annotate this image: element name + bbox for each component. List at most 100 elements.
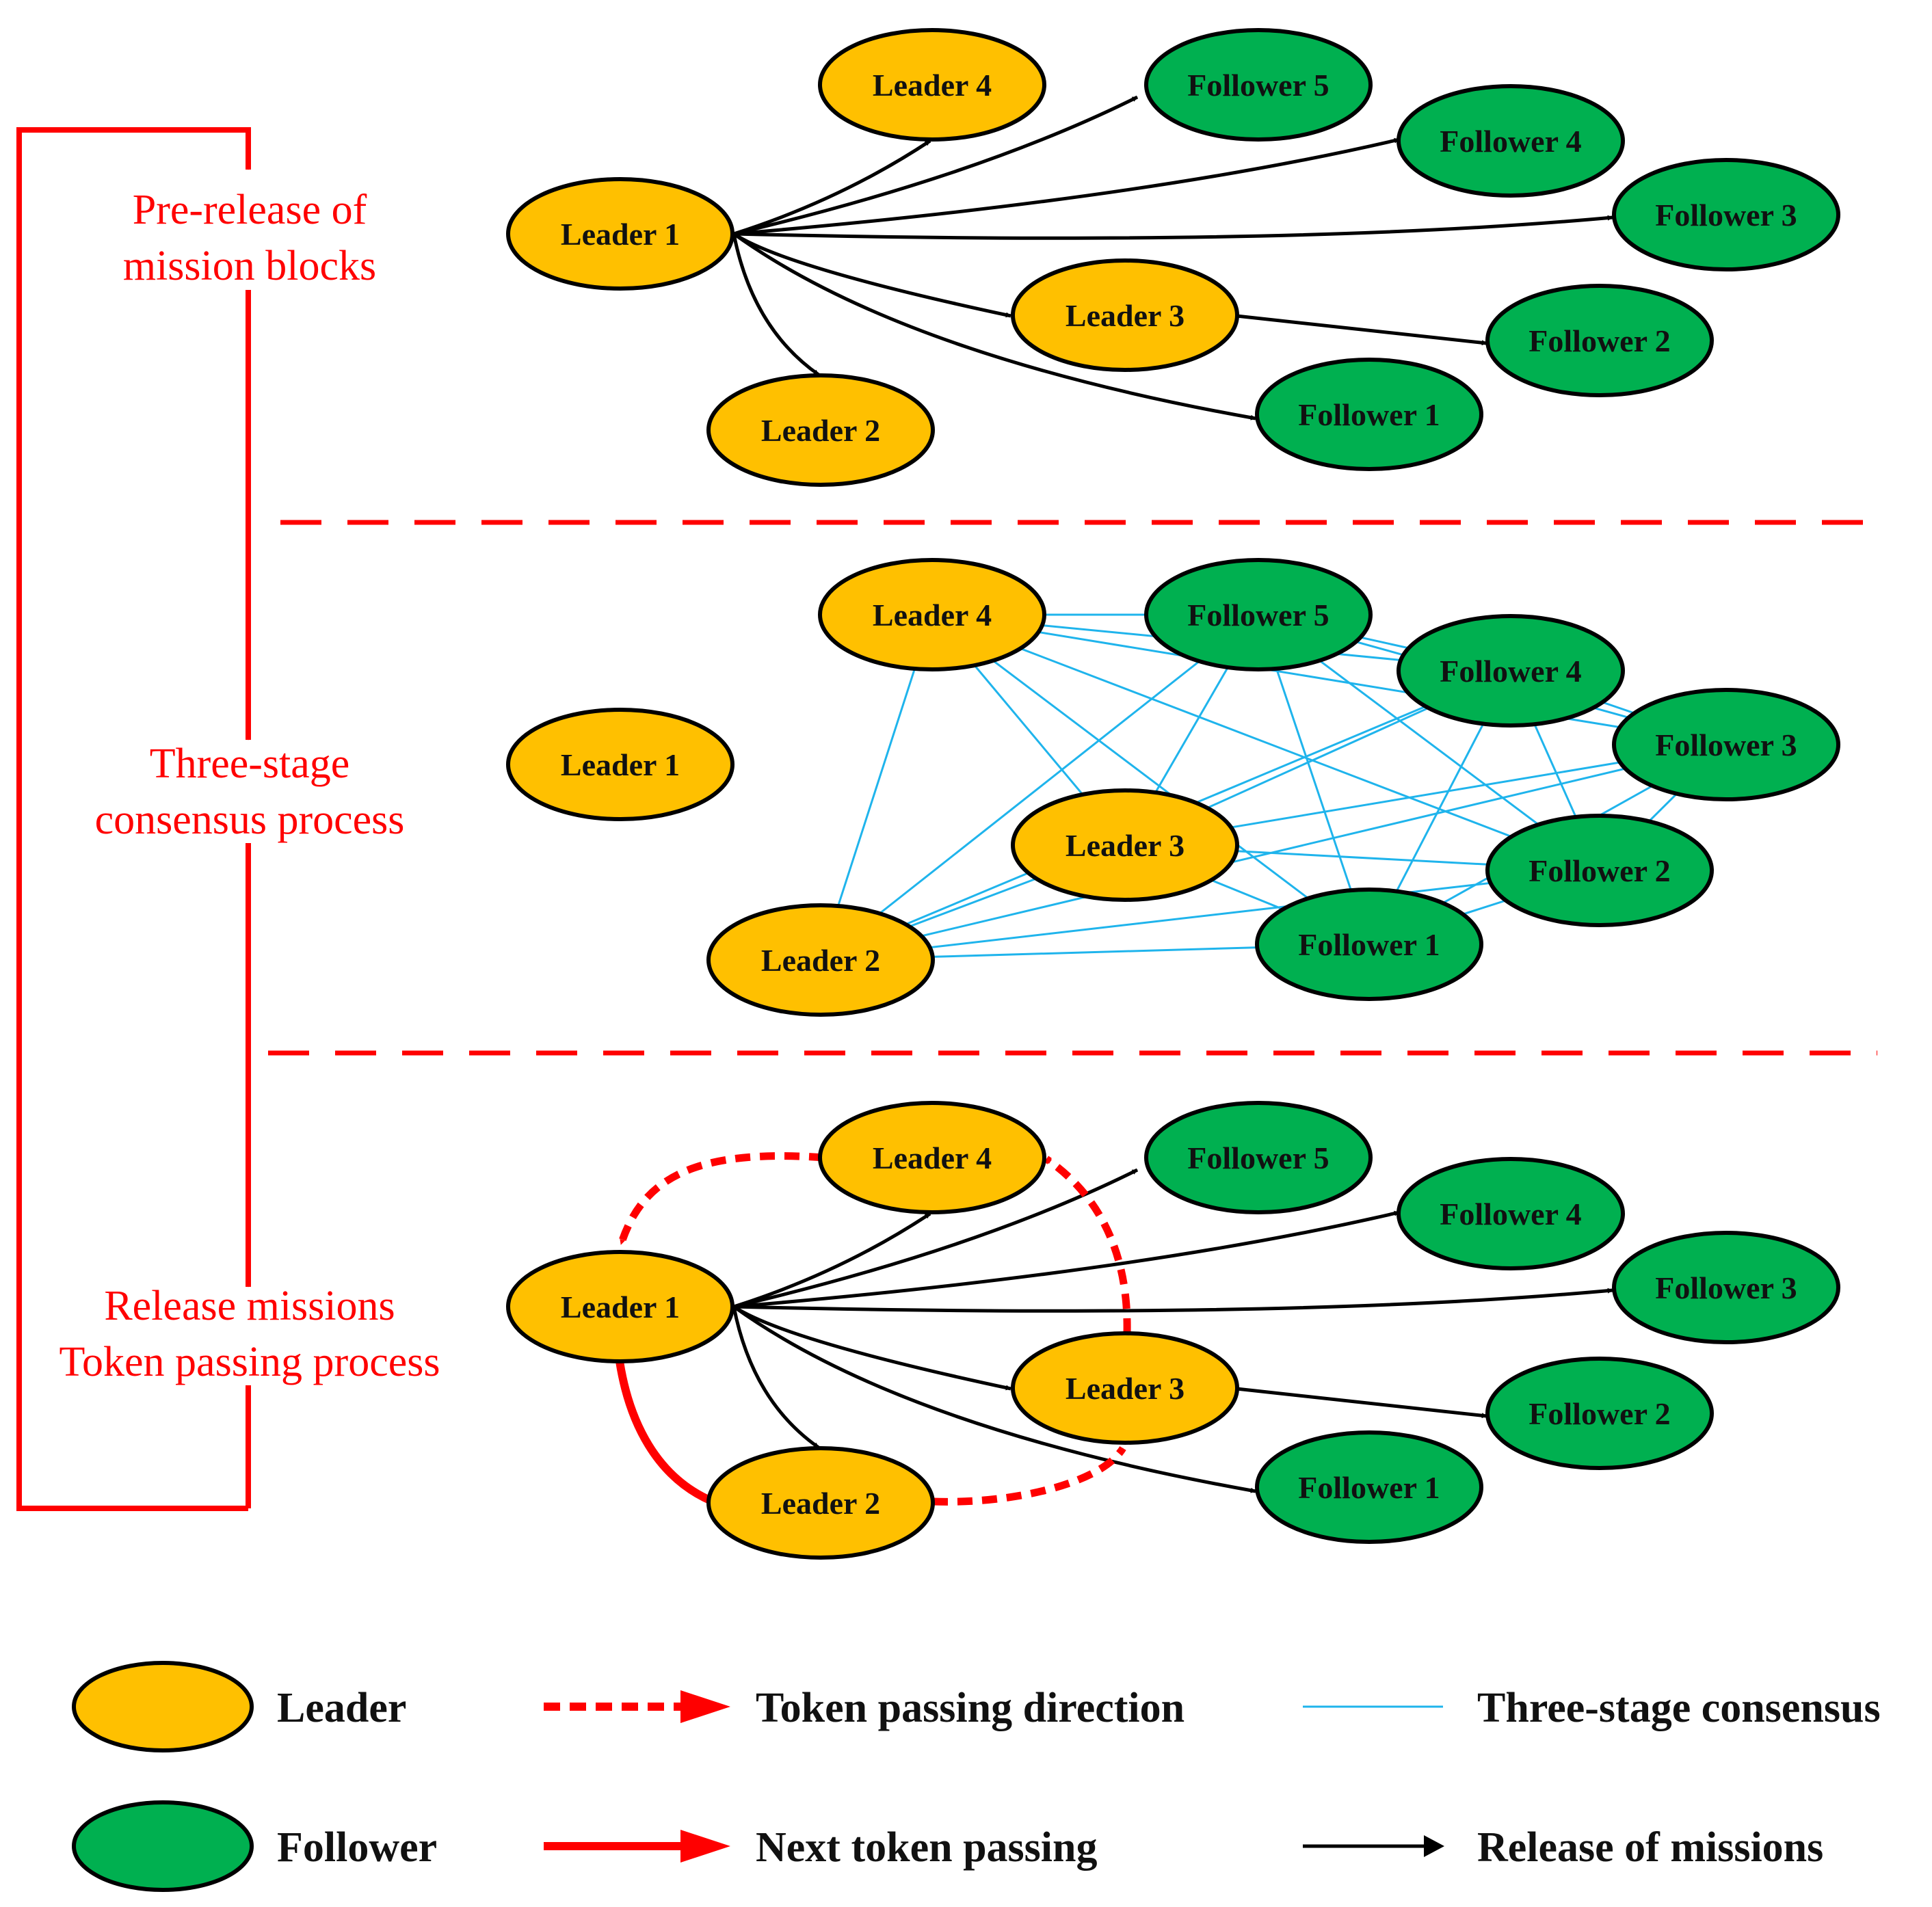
stage-label-line: Token passing process: [59, 1339, 440, 1385]
node-label: Follower 4: [1440, 654, 1581, 689]
node-label: Follower 2: [1529, 323, 1670, 358]
loop-return-arrow: [16, 127, 251, 1511]
node-label: Leader 4: [873, 68, 992, 103]
legend-item-leader: Leader: [72, 1661, 406, 1752]
node-label: Leader 1: [561, 747, 680, 782]
stage-label-1: Pre-release of mission blocks: [123, 187, 376, 289]
legend-item-release: Release of missions: [1303, 1824, 1823, 1871]
consensus-edge: [931, 613, 1727, 746]
node-label: Leader 1: [561, 217, 680, 252]
release-arrow: [733, 139, 931, 236]
leader-node: Leader 4: [818, 558, 1046, 671]
arrowhead-icon: [1424, 1835, 1444, 1857]
consensus-edge: [931, 613, 1600, 872]
node-label: Leader 2: [761, 413, 880, 448]
consensus-edge: [820, 613, 1259, 961]
release-arrow: [733, 1212, 931, 1309]
node-label: Follower 3: [1655, 198, 1797, 232]
legend-item-consensus: Three-stage consensus: [1303, 1685, 1881, 1731]
node-label: Follower 1: [1298, 397, 1440, 432]
legend-label: Next token passing: [756, 1824, 1098, 1871]
stage-label-line: Three-stage: [150, 741, 350, 787]
node-label: Follower 3: [1655, 728, 1797, 762]
next-token-arrow: [616, 1361, 713, 1505]
follower-node: Follower 1: [1255, 888, 1483, 1001]
leader-swatch: [72, 1661, 254, 1752]
node-label: Follower 3: [1655, 1270, 1797, 1305]
stage-label-2: Three-stage consensus process: [95, 741, 405, 843]
token-direction-arrow: [932, 1445, 1126, 1506]
legend-item-next-token: Next token passing: [544, 1824, 1098, 1871]
node-label: Follower 1: [1298, 927, 1440, 962]
legend: Leader Follower Token passing direction …: [72, 1661, 1881, 1892]
release-arrow: [732, 1305, 1011, 1391]
follower-node: Follower 1: [1255, 358, 1483, 471]
follower-node: Follower 5: [1144, 1101, 1373, 1214]
release-arrow: [732, 232, 1256, 421]
legend-item-follower: Follower: [72, 1800, 437, 1892]
node-label: Leader 4: [873, 1141, 992, 1175]
node-label: Follower 2: [1529, 853, 1670, 888]
legend-item-token-direction: Token passing direction: [544, 1685, 1185, 1731]
leader-node: Leader 2: [706, 1446, 935, 1560]
token-direction-arrow: [1044, 1156, 1131, 1334]
node-label: Follower 2: [1529, 1396, 1670, 1431]
release-arrow: [732, 233, 820, 377]
follower-node: Follower 3: [1612, 688, 1840, 801]
release-arrow: [733, 137, 1400, 236]
leader-node: Leader 1: [506, 177, 735, 291]
release-arrow: [732, 1306, 820, 1450]
follower-node: Follower 2: [1485, 814, 1714, 927]
node-label: Leader 2: [761, 1486, 880, 1521]
legend-label: Follower: [277, 1824, 437, 1871]
follower-node: Follower 1: [1255, 1430, 1483, 1544]
follower-node: Follower 5: [1144, 558, 1373, 671]
node-label: Leader 4: [873, 598, 992, 632]
follower-node: Follower 4: [1397, 84, 1625, 198]
follower-node: Follower 4: [1397, 614, 1625, 728]
release-arrows: [732, 1168, 1613, 1493]
node-label: Leader 3: [1066, 1371, 1185, 1406]
follower-node: Follower 5: [1144, 28, 1373, 142]
leader-node: Leader 3: [1011, 1331, 1239, 1445]
consensus-edge: [820, 869, 1600, 961]
legend-label: Leader: [277, 1685, 406, 1731]
release-arrows: [732, 95, 1613, 421]
release-arrow: [732, 1305, 1256, 1493]
node-label: Follower 5: [1187, 68, 1329, 103]
legend-label: Token passing direction: [756, 1685, 1185, 1731]
node-label: Follower 4: [1440, 1197, 1581, 1231]
token-direction-arrow: [617, 1152, 825, 1246]
follower-node: Follower 2: [1485, 1357, 1714, 1470]
arrowhead-icon: [680, 1830, 730, 1863]
arrowhead-icon: [680, 1690, 730, 1723]
stage-label-3: Release missions Token passing process: [59, 1283, 440, 1385]
leader-node: Leader 2: [706, 903, 935, 1017]
token-passing-arrows: [616, 1152, 1131, 1506]
leader-node: Leader 3: [1011, 788, 1239, 902]
release-arrow: [733, 1210, 1400, 1309]
node-label: Follower 5: [1187, 1141, 1329, 1175]
legend-label: Three-stage consensus: [1477, 1685, 1881, 1731]
legend-label: Release of missions: [1477, 1824, 1823, 1871]
node-label: Leader 3: [1066, 298, 1185, 333]
follower-node: Follower 3: [1612, 1231, 1840, 1344]
leader-node: Leader 1: [506, 1250, 735, 1363]
release-arrow: [733, 1288, 1613, 1313]
follower-node: Follower 4: [1397, 1157, 1625, 1270]
release-arrow: [732, 232, 1011, 318]
stage-label-line: Release missions: [104, 1283, 395, 1329]
release-arrow: [733, 95, 1139, 236]
release-arrow: [1236, 1387, 1487, 1419]
follower-node: Follower 3: [1612, 158, 1840, 271]
stage-label-line: Pre-release of: [133, 187, 367, 233]
follower-swatch: [72, 1800, 254, 1892]
consensus-edge: [931, 613, 1370, 946]
node-label: Leader 2: [761, 943, 880, 978]
release-arrow: [733, 1168, 1139, 1309]
leader-node: Leader 3: [1011, 258, 1239, 372]
panel-pre-release: Leader 1 Leader 2 Leader 3 Leader 4 Foll…: [506, 28, 1840, 487]
leader-node: Leader 1: [506, 708, 735, 821]
leader-node: Leader 4: [818, 28, 1046, 142]
